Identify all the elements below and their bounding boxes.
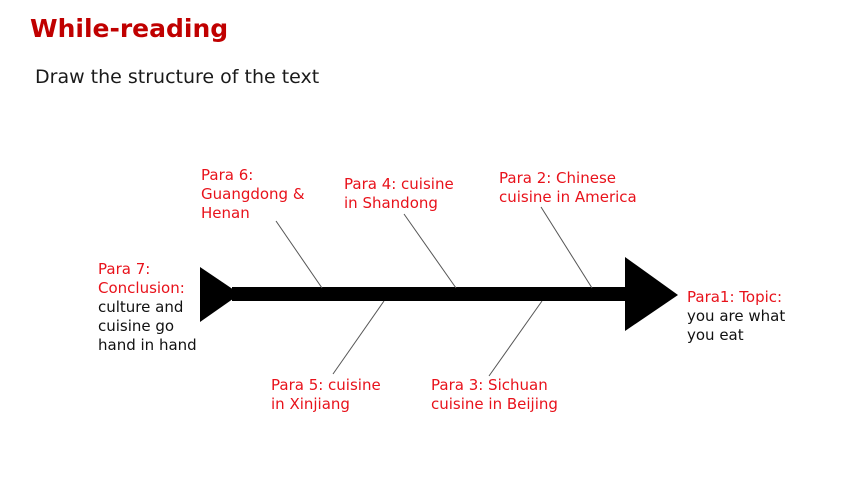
tail-label-para7: Para 7: Conclusion: culture and cuisine … <box>98 260 197 355</box>
instruction-text: Draw the structure of the text <box>35 66 320 88</box>
head-label-black-line: you eat <box>687 326 744 344</box>
fishbone-tail <box>200 267 240 322</box>
branch-label-para5: Para 5: cuisine in Xinjiang <box>271 376 381 414</box>
branch-line-para6 <box>275 220 323 289</box>
branch-label-line: Guangdong & <box>201 185 305 203</box>
head-label-red-line: Para1: Topic: <box>687 288 783 306</box>
branch-label-line: cuisine in Beijing <box>431 395 558 413</box>
fishbone-spine <box>232 287 630 301</box>
branch-label-line: Para 4: cuisine <box>344 175 454 193</box>
branch-label-line: Para 3: Sichuan <box>431 376 548 394</box>
branch-label-para6: Para 6: Guangdong & Henan <box>201 166 305 223</box>
branch-label-line: in Shandong <box>344 194 438 212</box>
branch-line-para3 <box>488 300 543 377</box>
fishbone-head <box>625 257 678 331</box>
branch-label-para2: Para 2: Chinese cuisine in America <box>499 169 637 207</box>
slide-title: While-reading <box>30 14 229 43</box>
branch-label-line: Henan <box>201 204 250 222</box>
head-label-para1: Para1: Topic: you are what you eat <box>687 288 785 345</box>
tail-label-black-line: culture and <box>98 298 184 316</box>
branch-line-para4 <box>403 213 457 289</box>
branch-line-para5 <box>332 300 385 375</box>
branch-label-line: Para 2: Chinese <box>499 169 616 187</box>
branch-label-line: in Xinjiang <box>271 395 350 413</box>
tail-label-black-line: cuisine go <box>98 317 175 335</box>
branch-label-line: Para 6: <box>201 166 254 184</box>
tail-label-red-line: Conclusion: <box>98 279 185 297</box>
tail-label-black-line: hand in hand <box>98 336 197 354</box>
tail-label-red-line: Para 7: <box>98 260 151 278</box>
branch-label-line: Para 5: cuisine <box>271 376 381 394</box>
branch-label-para4: Para 4: cuisine in Shandong <box>344 175 454 213</box>
head-label-black-line: you are what <box>687 307 786 325</box>
branch-label-para3: Para 3: Sichuan cuisine in Beijing <box>431 376 558 414</box>
branch-line-para2 <box>540 206 593 289</box>
branch-label-line: cuisine in America <box>499 188 637 206</box>
